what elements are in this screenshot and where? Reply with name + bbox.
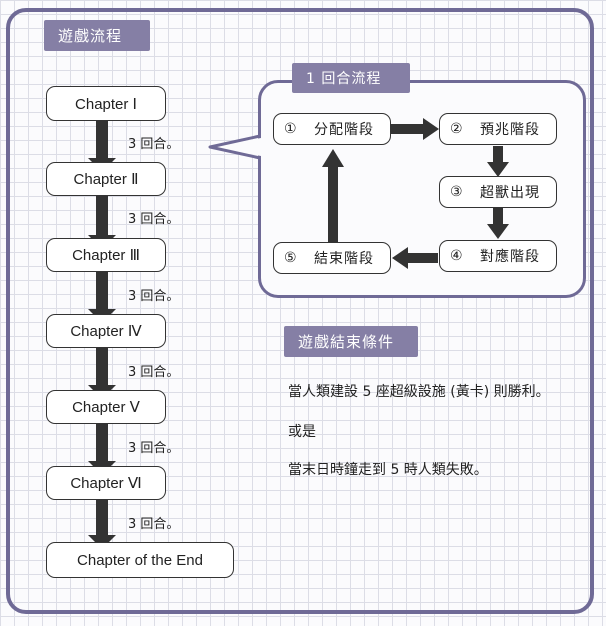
outer-frame (6, 8, 594, 614)
step-5: ⑤ 結束階段 (273, 242, 391, 274)
rounds-label-6: 3 回合。 (128, 517, 180, 532)
callout-pointer-fill (210, 138, 261, 156)
chapter-6: Chapter Ⅵ (46, 466, 166, 500)
round-flow-title: 1 回合流程 (292, 63, 410, 93)
game-flow-title: 遊戲流程 (44, 20, 150, 51)
step-2-label: 預兆階段 (480, 122, 540, 138)
chapter-4: Chapter Ⅳ (46, 314, 166, 348)
rounds-label-2: 3 回合。 (128, 212, 180, 227)
lose-condition: 當末日時鐘走到 5 時人類失敗。 (288, 462, 488, 478)
step-2-number: ② (450, 121, 463, 137)
step-3-number: ③ (450, 184, 463, 200)
rounds-label-3: 3 回合。 (128, 289, 180, 304)
chapter-end: Chapter of the End (46, 542, 234, 578)
step-5-label: 結束階段 (314, 251, 374, 267)
step-1: ① 分配階段 (273, 113, 391, 145)
chapter-3: Chapter Ⅲ (46, 238, 166, 272)
win-condition: 當人類建設 5 座超級設施 (黃卡) 則勝利。 (288, 384, 550, 400)
step-3: ③ 超獸出現 (439, 176, 557, 208)
callout-pointer (208, 134, 261, 160)
step-2: ② 預兆階段 (439, 113, 557, 145)
rounds-label-5: 3 回合。 (128, 441, 180, 456)
step-3-label: 超獸出現 (480, 185, 540, 201)
or-text: 或是 (288, 424, 316, 440)
step-5-number: ⑤ (284, 250, 297, 266)
step-1-number: ① (284, 121, 297, 137)
step-4-label: 對應階段 (480, 249, 540, 265)
chapter-1: Chapter Ⅰ (46, 86, 166, 121)
step-1-label: 分配階段 (314, 122, 374, 138)
end-conditions-title: 遊戲結束條件 (284, 326, 418, 357)
round-flow-arrows (322, 118, 509, 269)
chapter-5: Chapter Ⅴ (46, 390, 166, 424)
chapter-2: Chapter Ⅱ (46, 162, 166, 196)
rounds-label-4: 3 回合。 (128, 365, 180, 380)
step-4-number: ④ (450, 248, 463, 264)
step-4: ④ 對應階段 (439, 240, 557, 272)
rounds-label-1: 3 回合。 (128, 137, 180, 152)
